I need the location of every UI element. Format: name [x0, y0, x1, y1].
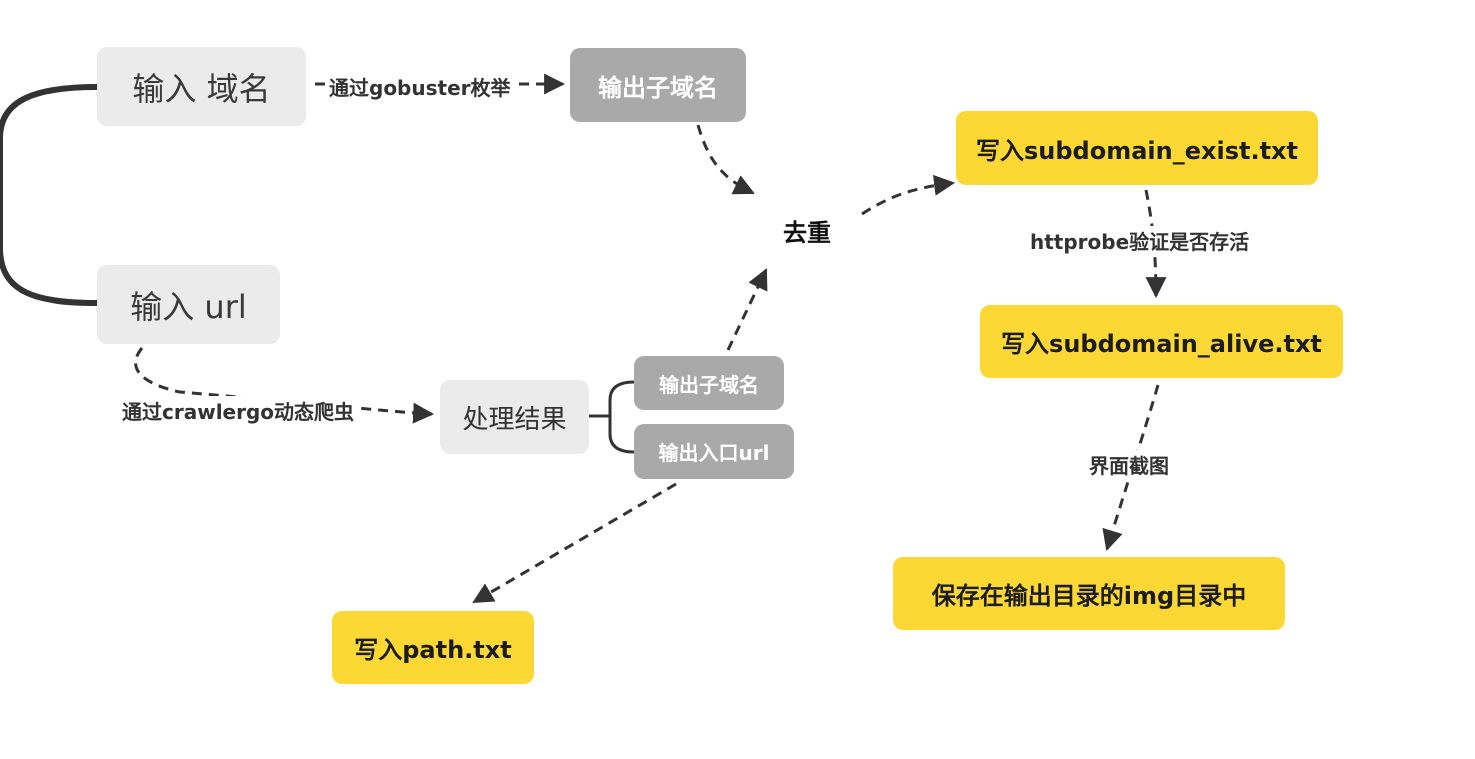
edge-label-crawlergo: 通过crawlergo动态爬虫 [121, 396, 356, 425]
write-subdomain-alive-label: 写入subdomain_alive.txt [1001, 330, 1322, 358]
write-path-node[interactable]: 写入path.txt [332, 611, 534, 684]
input-domain-label: 输入 域名 [132, 69, 271, 108]
root-bracket-connector [0, 84, 98, 306]
edge-label-screenshot: 界面截图 [1088, 450, 1170, 479]
process-result-label: 处理结果 [462, 404, 567, 435]
arrow-subdomain-to-dedupe [696, 124, 755, 195]
output-subdomain-top-label: 输出子域名 [598, 73, 718, 102]
edge-label-gobuster: 通过gobuster枚举 [328, 72, 512, 101]
write-subdomain-exist-node[interactable]: 写入subdomain_exist.txt [956, 111, 1318, 185]
save-img-label: 保存在输出目录的img目录中 [931, 582, 1247, 610]
arrow-alive-to-img [1102, 384, 1160, 552]
dedupe-node[interactable]: 去重 [768, 208, 846, 252]
dedupe-label: 去重 [783, 218, 831, 247]
write-path-label: 写入path.txt [354, 636, 512, 664]
arrow-entryurl-to-path [472, 482, 677, 604]
input-domain-node[interactable]: 输入 域名 [97, 47, 306, 126]
write-subdomain-alive-node[interactable]: 写入subdomain_alive.txt [980, 305, 1343, 378]
input-url-node[interactable]: 输入 url [97, 265, 280, 344]
process-result-node[interactable]: 处理结果 [440, 380, 589, 454]
output-subdomain-top-node[interactable]: 输出子域名 [570, 48, 746, 122]
output-subdomain-bottom-label: 输出子域名 [659, 372, 759, 397]
result-branch-connector [589, 380, 635, 454]
write-subdomain-exist-label: 写入subdomain_exist.txt [975, 136, 1299, 165]
arrow-dedupe-to-exist [861, 174, 956, 216]
arrow-exist-to-alive [1144, 189, 1167, 299]
edge-label-httprobe: httprobe验证是否存活 [1029, 226, 1251, 255]
output-entry-url-node[interactable]: 输出入口url [634, 424, 794, 479]
output-entry-url-label: 输出入口url [658, 441, 770, 465]
input-url-label: 输入 url [130, 287, 247, 326]
arrow-subdomain2-to-dedupe [726, 268, 768, 351]
output-subdomain-bottom-node[interactable]: 输出子域名 [634, 356, 784, 410]
save-img-node[interactable]: 保存在输出目录的img目录中 [893, 557, 1285, 630]
